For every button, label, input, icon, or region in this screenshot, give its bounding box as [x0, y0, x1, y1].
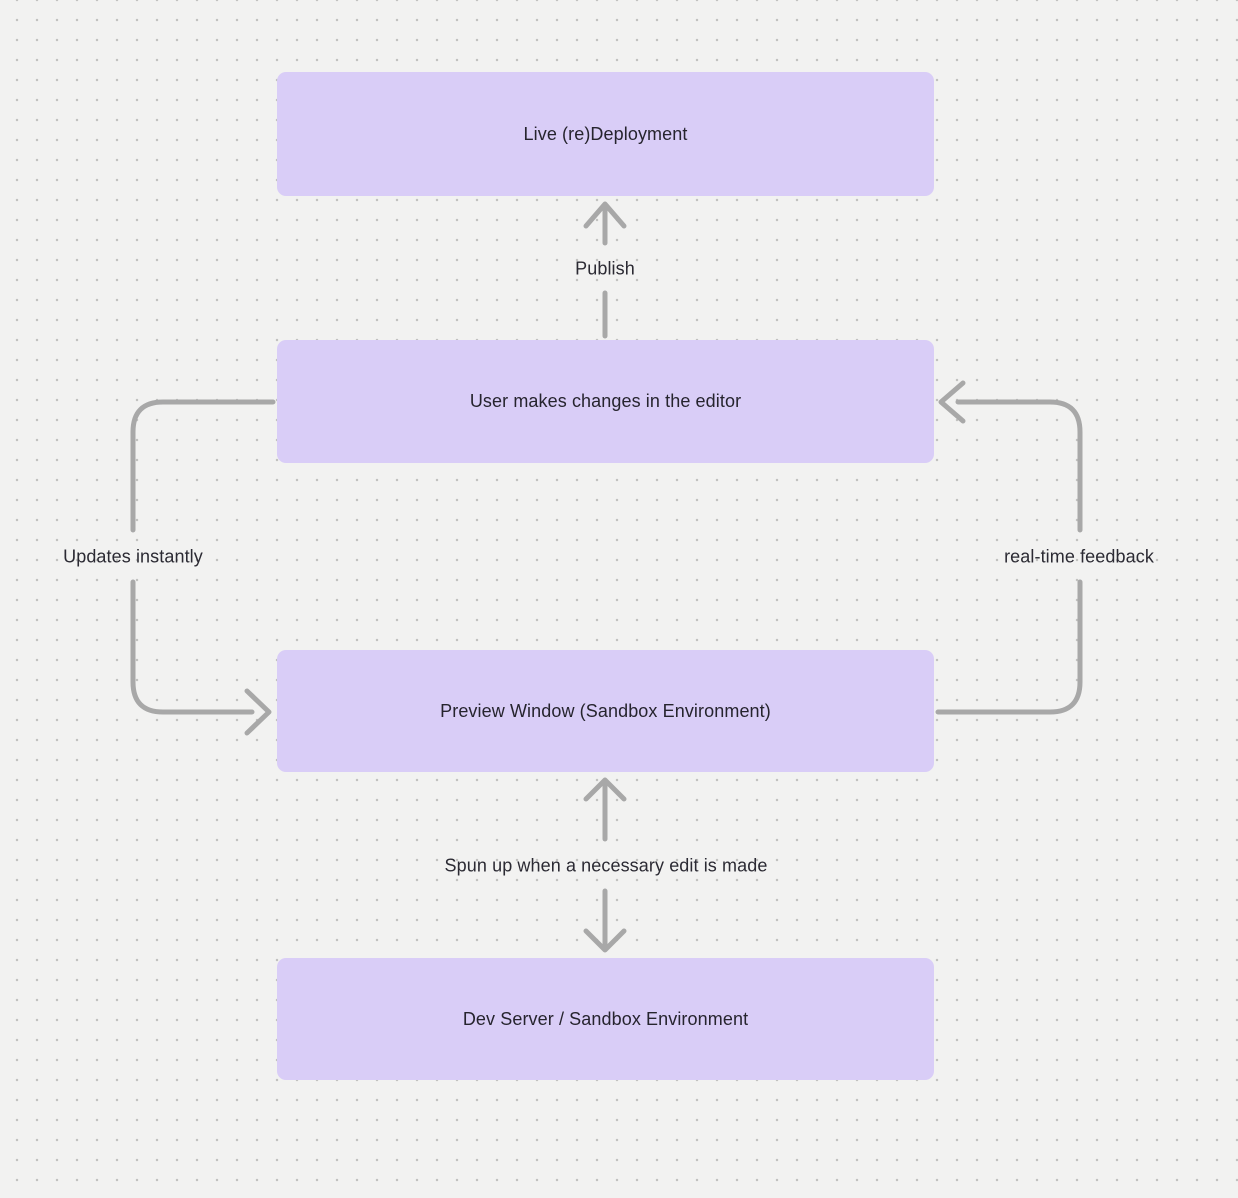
node-dev-server-label: Dev Server / Sandbox Environment	[462, 1008, 749, 1029]
updates-instantly-arrow	[130, 399, 276, 736]
node-dev-server: Dev Server / Sandbox Environment	[277, 958, 934, 1080]
node-live-redeployment: Live (re)Deployment	[277, 72, 934, 196]
updates-arrowhead-right-icon	[244, 688, 272, 736]
node-preview-window-label: Preview Window (Sandbox Environment)	[440, 700, 771, 721]
spun-arrowhead-up-icon	[583, 777, 627, 802]
feedback-arrow-upper	[955, 399, 1083, 533]
updates-arrow-lower	[130, 579, 255, 715]
updates-arrow-upper	[130, 399, 276, 533]
node-user-editor: User makes changes in the editor	[277, 340, 934, 463]
spun-arrowhead-down-icon	[583, 928, 627, 953]
node-live-redeployment-label: Live (re)Deployment	[523, 123, 688, 144]
node-user-editor-label: User makes changes in the editor	[469, 391, 742, 411]
feedback-arrowhead-left-icon	[938, 380, 966, 424]
edge-label-updates-instantly: Updates instantly	[63, 546, 203, 567]
node-preview-window: Preview Window (Sandbox Environment)	[277, 650, 934, 772]
feedback-arrow-lower	[935, 579, 1083, 715]
edge-label-publish: Publish	[575, 258, 635, 279]
edge-label-real-time-feedback: real-time feedback	[1004, 546, 1154, 567]
publish-arrowhead-up-icon	[583, 201, 627, 229]
edge-label-spun-up: Spun up when a necessary edit is made	[444, 855, 768, 876]
